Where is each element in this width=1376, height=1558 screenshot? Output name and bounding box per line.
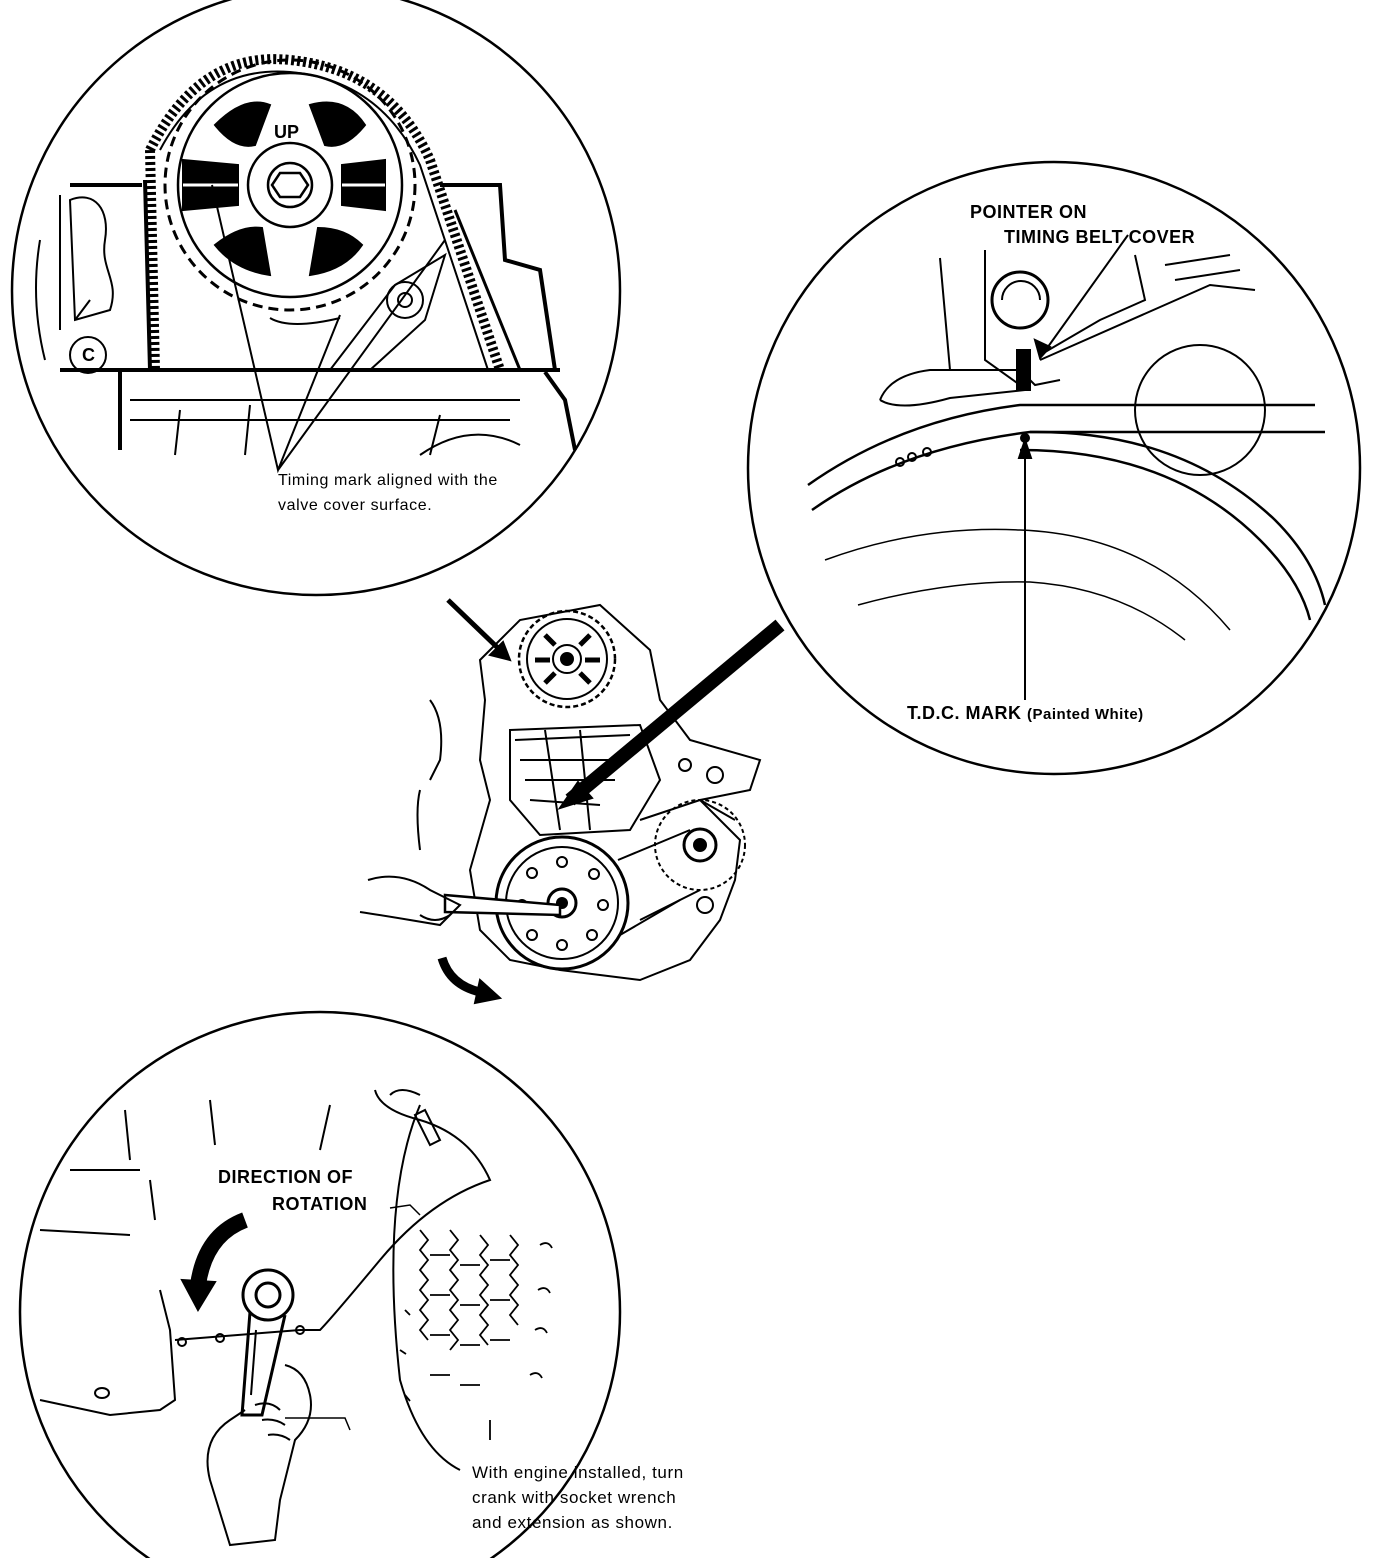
tdc-mark-label: T.D.C. MARK (Painted White) (907, 702, 1144, 725)
up-mark-label: UP (274, 122, 299, 142)
center-hand-wrench-icon (359, 875, 562, 927)
hand-icon (206, 1364, 312, 1547)
tdc-mark-text: T.D.C. MARK (907, 703, 1022, 723)
timing-note-line2: valve cover surface. (278, 497, 433, 514)
timing-mark-leader (211, 184, 446, 474)
tire-tread-icon (399, 1229, 553, 1440)
timing-belt-icon (145, 54, 505, 372)
crank-pulley-callout (746, 160, 1362, 776)
pointer-leader (1039, 234, 1129, 359)
direction-label-line1: DIRECTION OF (218, 1167, 353, 1187)
instruction-line3: and extension as shown. (472, 1513, 673, 1532)
cam-gear-callout: C (10, 0, 622, 597)
socket-wrench-icon (240, 1268, 295, 1417)
instruction-line2: crank with socket wrench (472, 1488, 677, 1507)
instruction-line1: With engine installed, turn (472, 1463, 684, 1482)
cam-gear-icon (163, 58, 417, 325)
wrench-view-callout (18, 1010, 622, 1558)
timing-note-line1: Timing mark aligned with the (278, 472, 498, 489)
direction-label-line2: ROTATION (272, 1194, 368, 1214)
pointer-arrow-icon (446, 598, 502, 652)
engine-cam-gear-icon (517, 609, 617, 709)
cam-gear-callout-frame (10, 0, 622, 597)
crank-pulley-callout-frame (746, 160, 1362, 776)
rotation-arrow-icon (437, 956, 482, 997)
svg-text:C: C (82, 345, 95, 365)
pointer-tab-icon (1016, 349, 1031, 391)
engine-overview (359, 598, 785, 1005)
pointer-label-line2: TIMING BELT COVER (1004, 227, 1196, 247)
direction-of-rotation-arrow-icon (190, 1212, 249, 1287)
wrench-view-callout-frame (18, 1010, 622, 1558)
tdc-mark-note: (Painted White) (1027, 706, 1144, 723)
pointer-label-line1: POINTER ON (970, 202, 1088, 222)
